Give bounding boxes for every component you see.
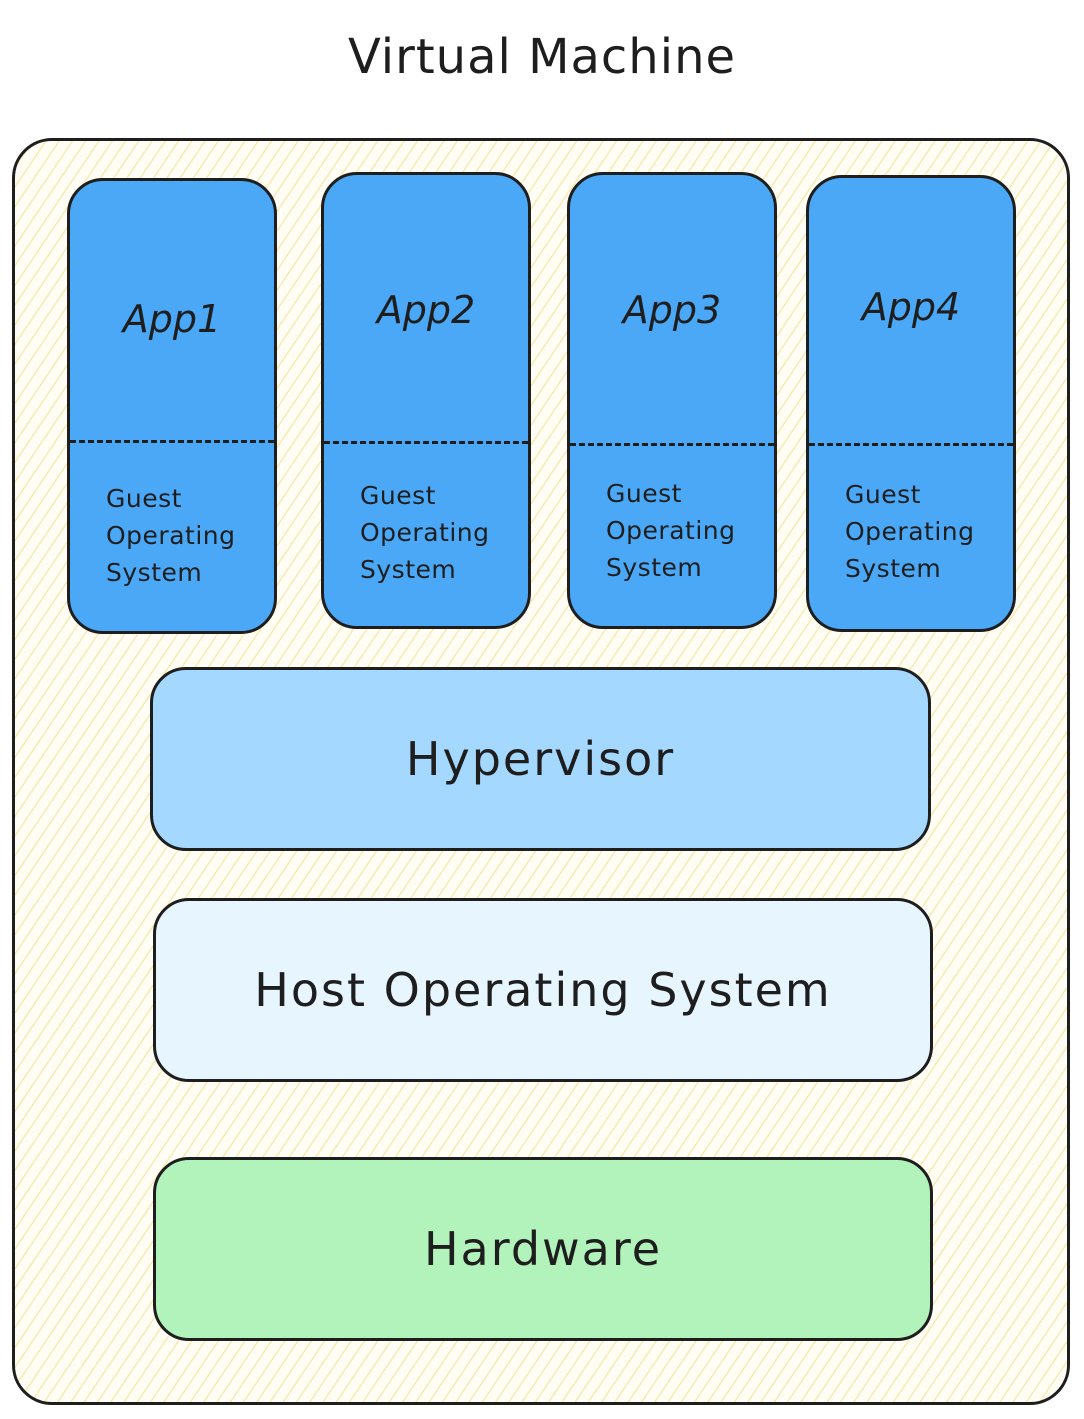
- guest-os-line: Guest: [606, 479, 682, 508]
- app-label: App3: [622, 288, 722, 332]
- vm-divider: [70, 440, 274, 443]
- host-os-layer: Host Operating System: [153, 898, 933, 1082]
- app-label: App1: [122, 297, 222, 341]
- host-os-label: Host Operating System: [254, 963, 832, 1017]
- app-label: App4: [861, 285, 961, 329]
- guest-os-line: Operating: [106, 521, 236, 550]
- guest-os-line: Operating: [845, 517, 975, 546]
- hypervisor-layer: Hypervisor: [150, 667, 931, 851]
- hardware-label: Hardware: [423, 1222, 663, 1276]
- vm-box-3: App3 Guest Operating System: [567, 172, 777, 629]
- guest-os-line: Guest: [106, 484, 182, 513]
- guest-os-line: System: [360, 555, 457, 584]
- guest-os-line: System: [606, 553, 703, 582]
- guest-os-line: Operating: [360, 518, 490, 547]
- guest-os-line: Guest: [360, 481, 436, 510]
- vm-box-1: App1 Guest Operating System: [67, 178, 277, 634]
- guest-os-line: System: [106, 558, 203, 587]
- vm-divider: [570, 443, 774, 446]
- hypervisor-label: Hypervisor: [405, 732, 676, 786]
- guest-os-label: Guest Operating System: [606, 475, 778, 586]
- guest-os-label: Guest Operating System: [845, 476, 1017, 587]
- app-label: App2: [376, 288, 476, 332]
- hardware-layer: Hardware: [153, 1157, 933, 1341]
- vm-divider: [809, 443, 1013, 446]
- vm-box-4: App4 Guest Operating System: [806, 175, 1016, 632]
- vm-divider: [324, 441, 528, 444]
- vm-box-2: App2 Guest Operating System: [321, 172, 531, 629]
- guest-os-line: System: [845, 554, 942, 583]
- guest-os-line: Guest: [845, 480, 921, 509]
- guest-os-label: Guest Operating System: [106, 480, 278, 591]
- guest-os-label: Guest Operating System: [360, 477, 532, 588]
- guest-os-line: Operating: [606, 516, 736, 545]
- diagram-title: Virtual Machine: [347, 29, 737, 85]
